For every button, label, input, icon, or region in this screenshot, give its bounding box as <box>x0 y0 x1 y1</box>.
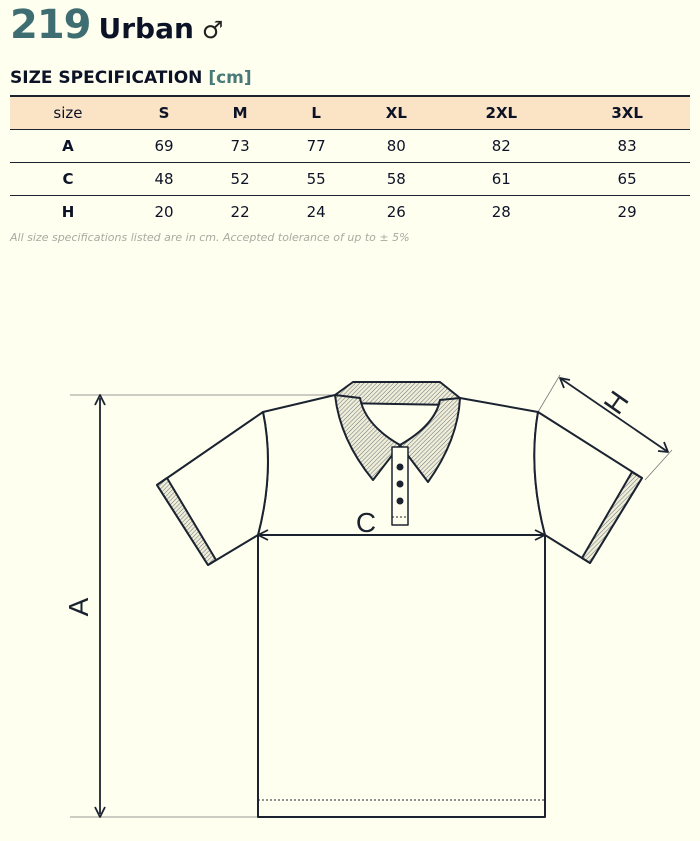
table-cell: A <box>10 129 126 163</box>
table-cell: 48 <box>125 162 203 196</box>
table-cell: 22 <box>230 203 250 221</box>
table-cell: 28 <box>491 203 511 221</box>
table-cell: 58 <box>354 162 439 196</box>
header-cell: 2XL <box>438 96 565 130</box>
table-cell: 55 <box>278 162 355 196</box>
button <box>396 480 404 488</box>
header-cell: L <box>278 96 355 130</box>
table-cell: 73 <box>202 129 279 163</box>
table-header-row: size S M L XL 2XL 3XL <box>10 96 690 130</box>
label-h: H <box>598 385 635 419</box>
section-heading: SIZE SPECIFICATION [cm] <box>10 68 252 88</box>
spec-unit: [cm] <box>208 68 252 88</box>
table-cell: 83 <box>564 129 690 163</box>
table-cell: H <box>61 203 75 221</box>
dimension-a-arrow <box>94 394 106 818</box>
right-cuff <box>581 471 643 564</box>
collar-right <box>399 397 461 483</box>
header-cell: S <box>125 96 203 130</box>
table-cell: 24 <box>306 203 326 221</box>
tolerance-note: All size specifications listed are in cm… <box>10 231 410 244</box>
button <box>396 497 404 505</box>
label-c: C <box>356 507 376 538</box>
button <box>396 463 404 471</box>
table-row: A 69 73 77 80 82 83 <box>10 129 690 163</box>
table-cell: 65 <box>564 162 690 196</box>
table-cell: 82 <box>438 129 565 163</box>
spec-title: SIZE SPECIFICATION <box>10 68 203 88</box>
product-name: Urban <box>98 12 194 45</box>
table-cell: C <box>10 162 126 196</box>
table-row: C 48 52 55 58 61 65 <box>10 162 690 196</box>
product-code: 219 <box>10 2 91 48</box>
header-cell: size <box>10 96 126 130</box>
header-cell: M <box>202 96 279 130</box>
label-a: A <box>63 597 94 616</box>
male-icon: ♂ <box>201 16 224 44</box>
product-title: 219 Urban ♂ <box>10 2 223 48</box>
header-cell: XL <box>354 96 439 130</box>
table-cell: 29 <box>617 203 637 221</box>
table-cell: 61 <box>438 162 565 196</box>
collar-left <box>334 394 401 481</box>
table-cell: 52 <box>202 162 279 196</box>
table-cell: 20 <box>154 203 174 221</box>
right-sleeve <box>533 411 643 564</box>
table-row: H 20 22 24 26 28 29 <box>10 196 690 229</box>
table-cell: 69 <box>125 129 203 163</box>
header-cell: 3XL <box>564 96 690 130</box>
table-cell: 26 <box>386 203 406 221</box>
table-cell: 80 <box>354 129 439 163</box>
size-table: size S M L XL 2XL 3XL A 69 73 77 80 82 8… <box>10 95 690 228</box>
dimension-c-arrow <box>257 529 546 541</box>
shirt-body <box>257 534 546 818</box>
left-cuff <box>156 477 217 566</box>
table-cell: 77 <box>278 129 355 163</box>
dimension-h-arrow <box>559 377 669 453</box>
